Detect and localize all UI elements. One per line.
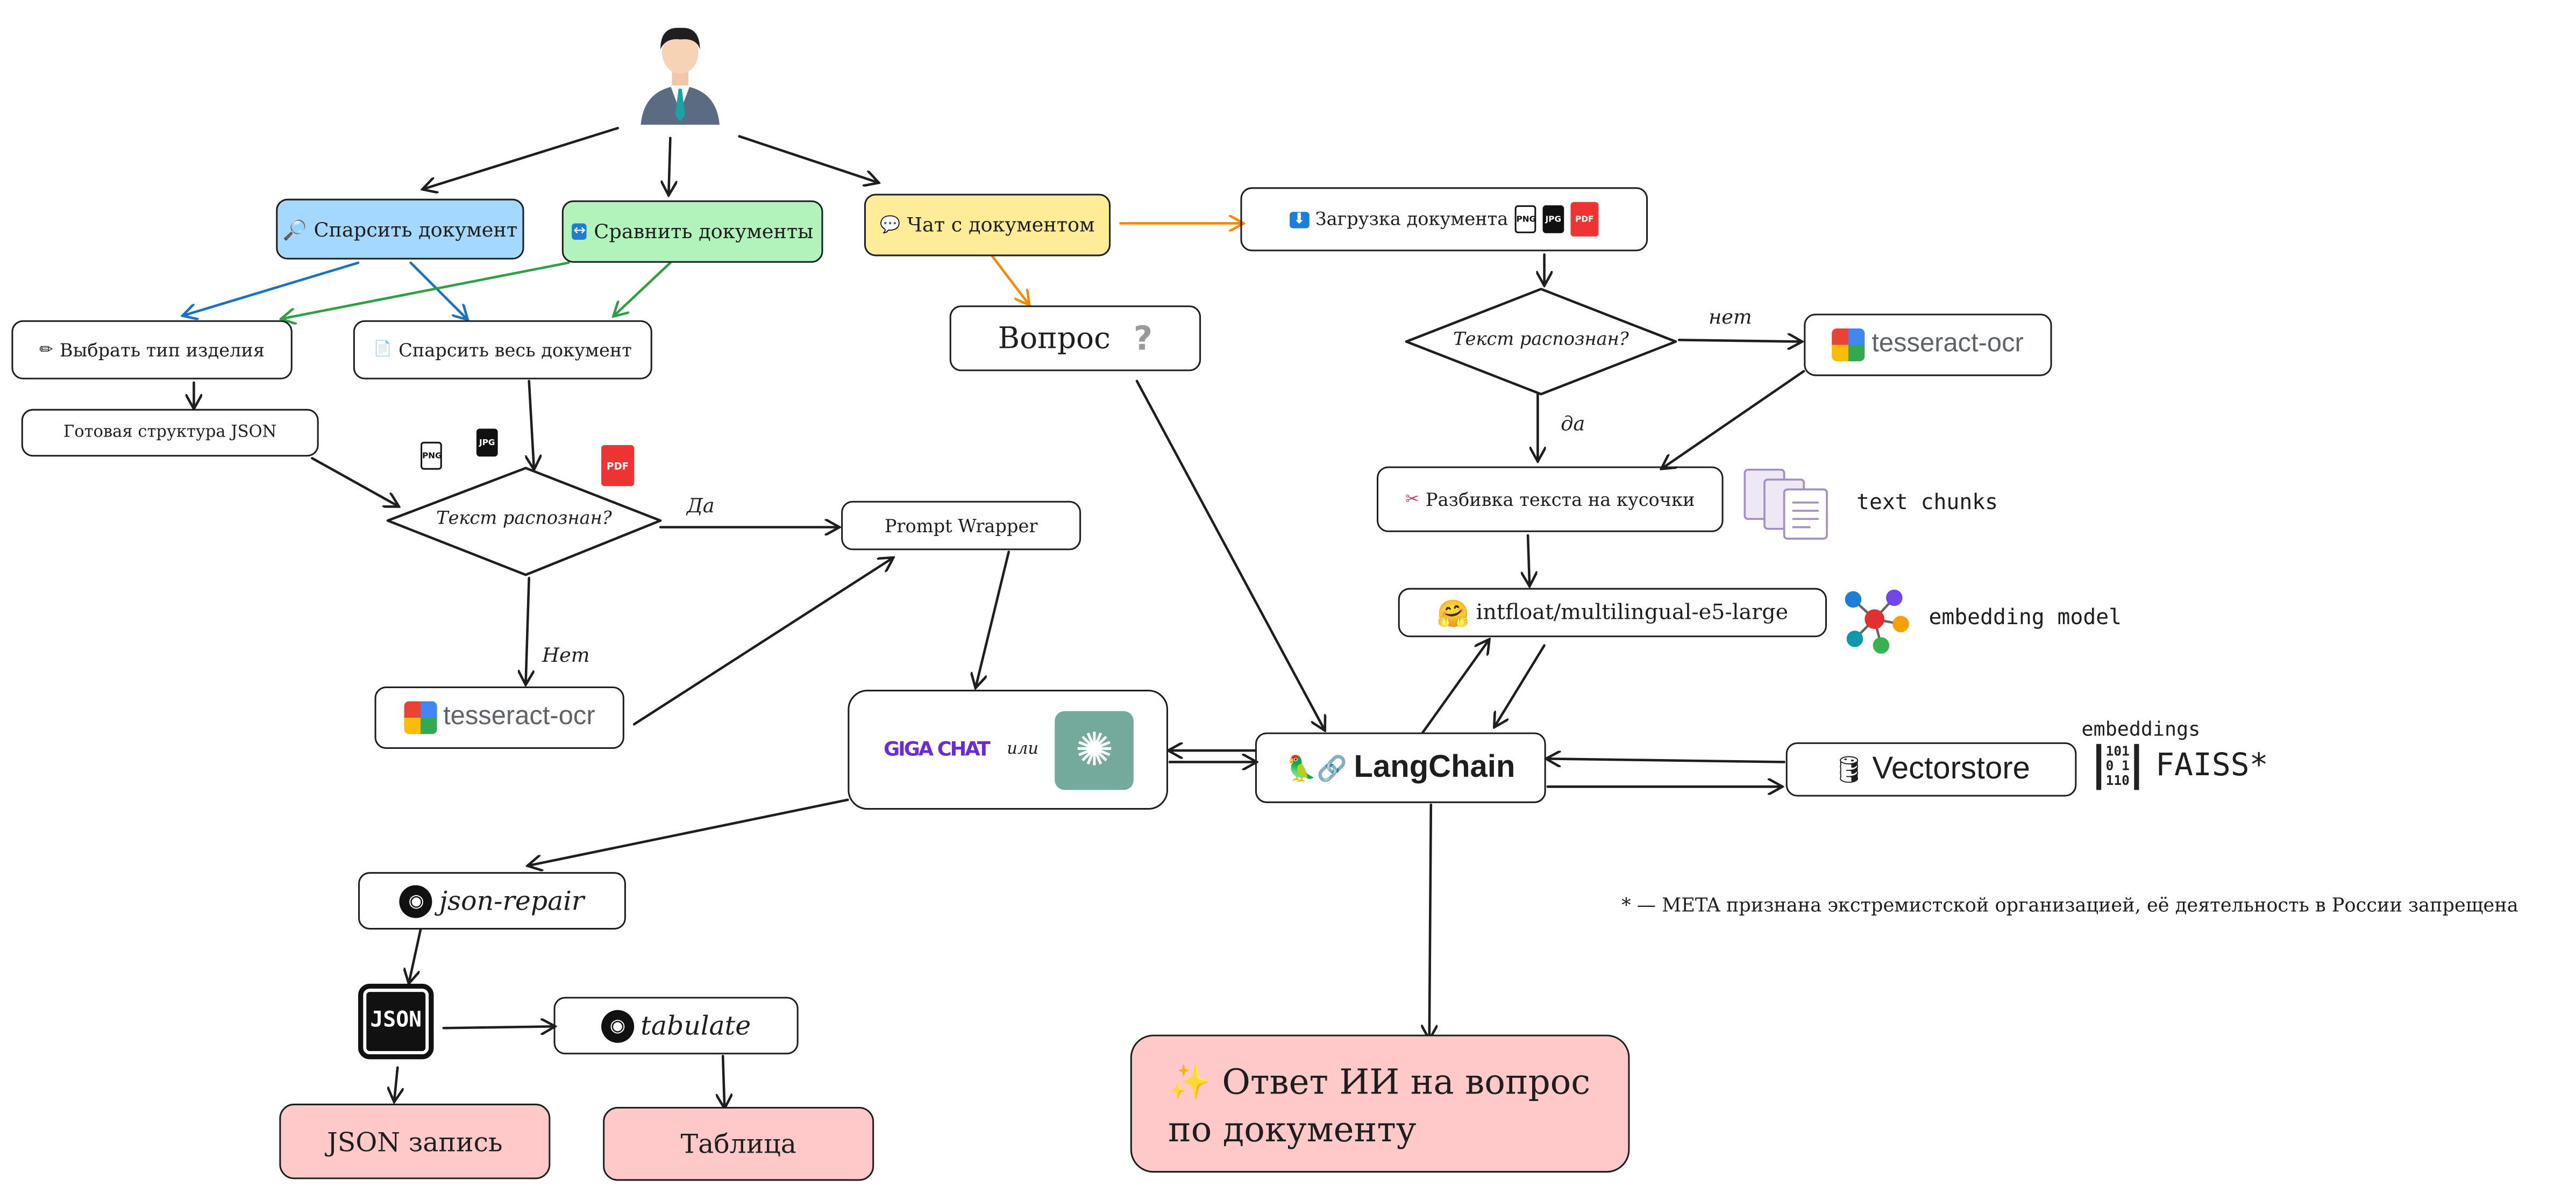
left-right-arrow-icon: ↔: [571, 223, 588, 240]
ai-answer-line1: Ответ ИИ на вопрос: [1222, 1062, 1591, 1102]
json-structure-label: Готовая структура JSON: [63, 424, 277, 442]
embedding-model-caption: embedding model: [1929, 606, 2122, 631]
page-icon: 📄: [373, 341, 392, 358]
tesseract-ocr-right-label: tesseract-ocr: [1871, 330, 2024, 358]
pencil-icon: ✏: [39, 340, 53, 359]
parse-document-button[interactable]: 🔎 Спарсить документ: [276, 198, 524, 260]
upload-document-node: ⬇ Загрузка документа PNG JPG PDF: [1240, 187, 1648, 252]
footnote: * — META признана экстремистской организ…: [1621, 893, 2518, 917]
ai-answer-node: ✨ Ответ ИИ на вопрос по документу: [1130, 1034, 1630, 1173]
google-icon: [403, 701, 437, 734]
langchain-label: LangChain: [1354, 749, 1515, 784]
tesseract-ocr-left-label: tesseract-ocr: [443, 703, 595, 731]
json-repair-node: ◉ json-repair: [358, 872, 626, 930]
speech-bubble-icon: 💬: [880, 216, 901, 234]
gigachat-logo: GIGA CHAT: [884, 737, 991, 761]
github-icon: ◉: [601, 1009, 635, 1042]
table-node: Таблица: [603, 1107, 874, 1181]
choose-product-type-node: ✏ Выбрать тип изделия: [11, 320, 293, 380]
upload-document-label: Загрузка документа: [1315, 208, 1508, 230]
vectorstore-node: 🛢 Vectorstore: [1785, 742, 2077, 797]
parse-whole-document-node: 📄 Спарсить весь документ: [353, 320, 652, 380]
no-label-left: Нет: [542, 644, 590, 667]
choose-product-type-label: Выбрать тип изделия: [59, 339, 265, 361]
google-icon: [1832, 328, 1866, 362]
text-chunks-icon: [1741, 467, 1833, 542]
yes-label-left: Да: [686, 494, 715, 518]
parrot-link-icon: 🦜🔗: [1286, 753, 1348, 783]
user-avatar-icon: [634, 23, 726, 125]
split-text-label: Разбивка текста на кусочки: [1425, 488, 1695, 510]
or-label: или: [1007, 740, 1039, 759]
database-icon: 🛢: [1832, 754, 1866, 785]
decision-text-recognized-right: Текст распознан?: [1453, 328, 1629, 350]
question-node: Вопрос ?: [949, 305, 1201, 371]
chat-with-document-label: Чат с документом: [907, 213, 1095, 237]
compare-documents-label: Сравнить документы: [594, 220, 814, 244]
faiss-label: FAISS*: [2155, 747, 2268, 784]
png-file-icon: PNG: [1514, 205, 1536, 233]
pdf-file-icon: PDF: [1570, 202, 1599, 237]
llm-node: GIGA CHAT или ✺: [848, 690, 1169, 810]
scissors-icon: ✂: [1405, 490, 1419, 509]
jpg-file-icon: JPG: [476, 428, 498, 457]
github-icon: ◉: [400, 884, 433, 918]
json-record-label: JSON запись: [327, 1126, 503, 1157]
embedding-model-node: 🤗 intfloat/multilingual-e5-large: [1398, 588, 1827, 638]
vectorstore-label: Vectorstore: [1872, 751, 2030, 786]
png-file-icon: PNG: [421, 441, 442, 470]
text-chunks-label: text chunks: [1856, 491, 1998, 516]
yes-label-right: да: [1561, 412, 1585, 435]
decision-text-recognized-left: Текст распознан?: [436, 507, 612, 529]
embedding-model-label: intfloat/multilingual-e5-large: [1476, 600, 1789, 625]
sparkles-icon: ✨: [1168, 1062, 1211, 1102]
compare-documents-button[interactable]: ↔ Сравнить документы: [561, 200, 823, 263]
magnifier-icon: 🔎: [282, 217, 308, 241]
tabulate-node: ◉ tabulate: [553, 997, 799, 1055]
langchain-node: 🦜🔗 LangChain: [1255, 732, 1546, 803]
json-badge: JSON: [358, 983, 434, 1060]
json-structure-node: Готовая структура JSON: [21, 409, 319, 457]
split-text-node: ✂ Разбивка текста на кусочки: [1377, 466, 1724, 532]
embedding-network-icon: [1840, 585, 1909, 654]
question-label: Вопрос: [998, 321, 1111, 356]
parse-document-label: Спарсить документ: [314, 217, 518, 241]
ai-answer-line2: по документу: [1168, 1110, 1417, 1150]
chat-with-document-button[interactable]: 💬 Чат с документом: [864, 194, 1111, 256]
hugging-face-icon: 🤗: [1436, 597, 1470, 628]
openai-icon: ✺: [1055, 710, 1134, 789]
json-record-node: JSON запись: [279, 1103, 551, 1179]
json-repair-label: json-repair: [439, 885, 585, 917]
prompt-wrapper-node: Prompt Wrapper: [841, 501, 1081, 550]
jpg-file-icon: JPG: [1542, 205, 1564, 233]
parse-whole-document-label: Спарсить весь документ: [399, 339, 632, 361]
question-mark-icon: ?: [1133, 318, 1153, 358]
tesseract-ocr-left-node: tesseract-ocr: [374, 686, 624, 749]
embeddings-label: embeddings: [2081, 717, 2201, 741]
table-label: Таблица: [680, 1128, 796, 1160]
no-label-right: нет: [1709, 305, 1752, 328]
download-arrow-icon: ⬇: [1290, 211, 1309, 228]
tabulate-label: tabulate: [641, 1010, 751, 1041]
tesseract-ocr-right-node: tesseract-ocr: [1804, 313, 2052, 376]
prompt-wrapper-label: Prompt Wrapper: [884, 514, 1038, 537]
pdf-file-icon: PDF: [601, 445, 635, 487]
